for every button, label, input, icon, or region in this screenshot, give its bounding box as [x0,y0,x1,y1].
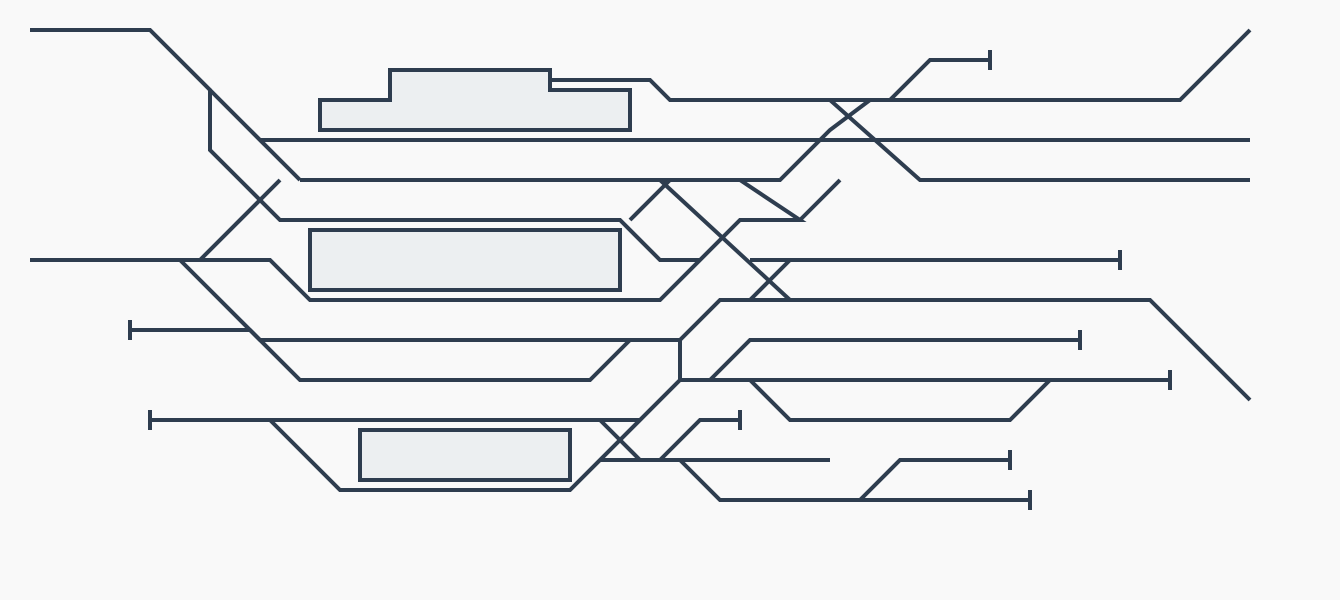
track-bottom-loop [678,458,1030,502]
track-main-southeast [678,298,1252,402]
track-main-2 [300,98,872,182]
tracks [30,28,1252,502]
platform-central [308,228,622,292]
track-diag-lower [748,258,792,302]
track-loop-lower [748,378,1052,422]
track-branch-lower-left [178,258,632,382]
track-siding-1080 [708,338,1080,382]
track-diagonal-west [198,178,282,262]
track-x-crossing [628,178,672,222]
track-crossover-a [828,98,1250,182]
track-approach-middle-left [30,178,807,302]
track-spur-northeast [888,58,990,102]
track-siding-left-330 [130,328,680,342]
track-crossover-b [798,178,842,222]
track-upper-spur [550,28,1252,102]
track-spur-1010 [858,458,1010,502]
track-spur-740 [658,418,740,462]
track-approach-top-left [30,28,700,262]
platform-north [318,68,632,132]
platform-south [358,428,572,482]
track-south-platform [268,378,682,492]
platforms [308,68,632,482]
buffer-stops [128,50,1172,510]
track-diagonal-northwest [208,88,302,182]
